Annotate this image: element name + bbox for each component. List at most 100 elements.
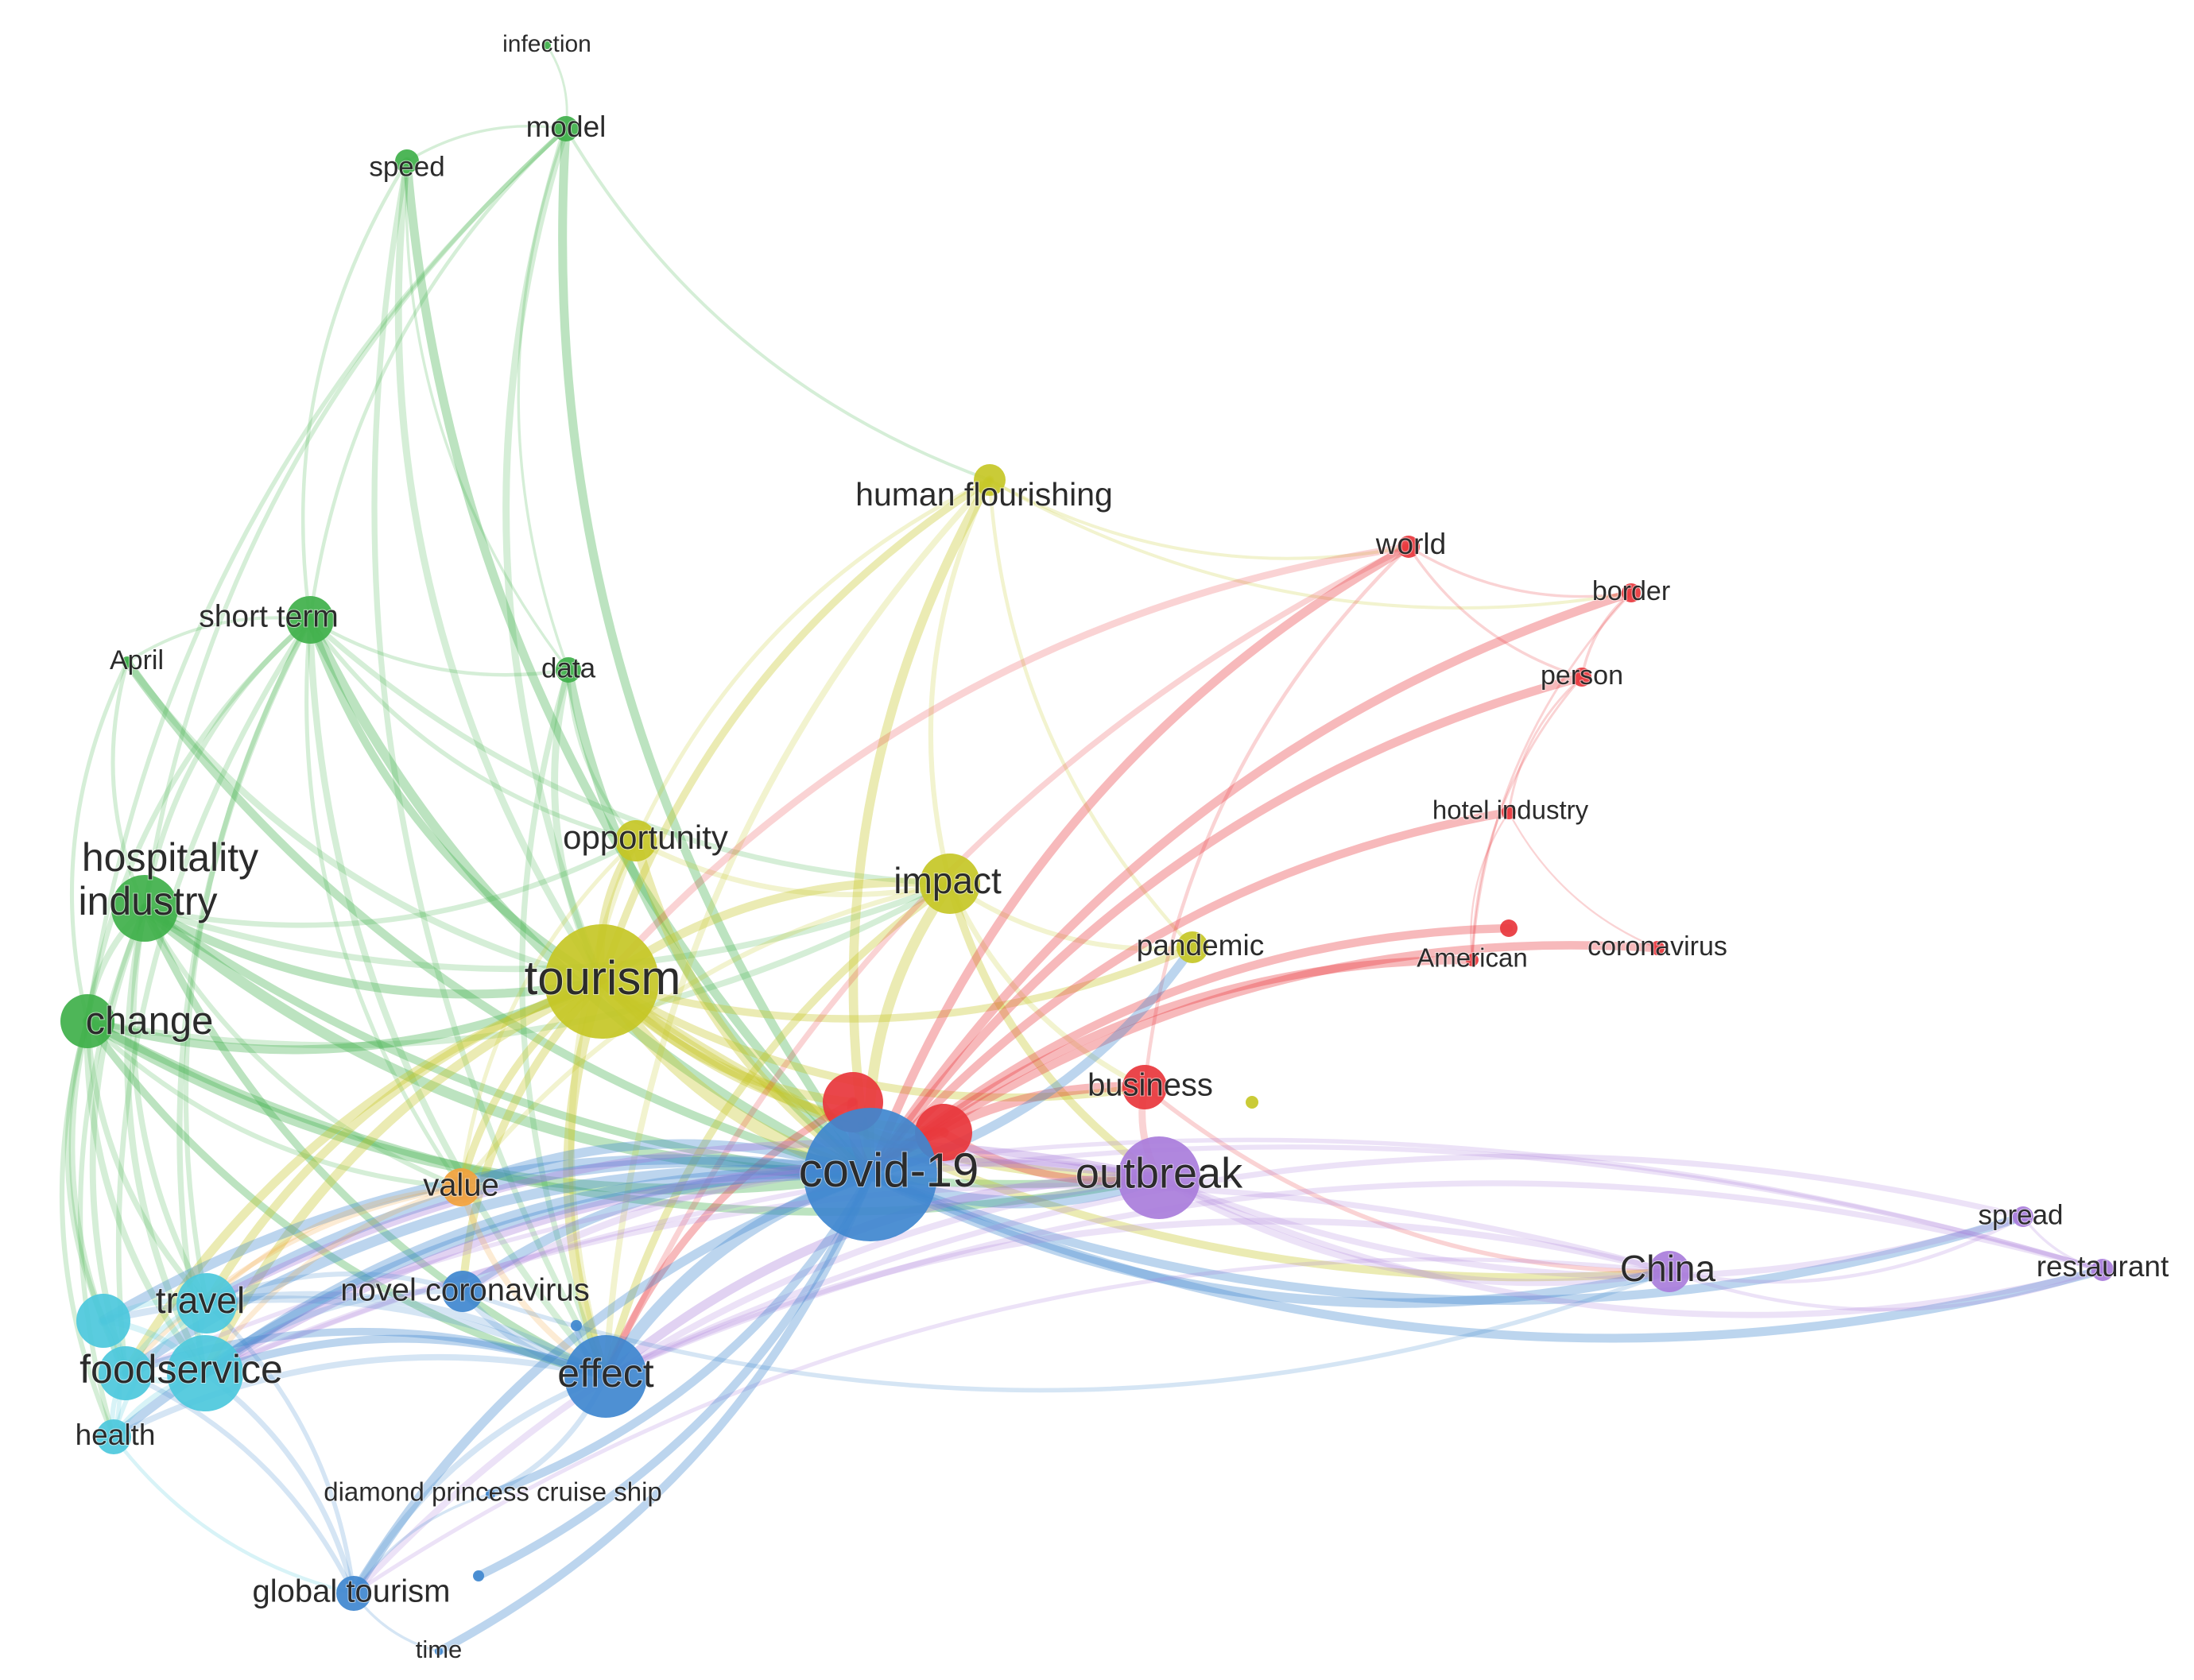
edge-diamond_princess-covid19 <box>486 1170 875 1499</box>
node-effect[interactable] <box>564 1335 647 1418</box>
edge-hotel_industry-coronavirus <box>1507 811 1659 950</box>
label-hospitality-industry-line2: industry <box>78 879 217 923</box>
node-change[interactable] <box>60 994 114 1048</box>
node-global-tourism[interactable] <box>336 1576 371 1611</box>
node-value[interactable] <box>442 1168 480 1206</box>
edge-change-outbreak <box>83 1017 1163 1216</box>
edge-coronavirus-covid19 <box>866 941 1662 1179</box>
edge-covid19-travel <box>201 1156 876 1309</box>
node-diamond-princess[interactable] <box>486 1489 495 1499</box>
node-model[interactable] <box>553 116 579 141</box>
edge-border-covid19 <box>866 588 1636 1179</box>
edge-change-health <box>59 1018 117 1440</box>
node-pandemic[interactable] <box>1176 931 1208 963</box>
label-border: border <box>1592 576 1670 606</box>
label-health: health <box>76 1419 156 1451</box>
edge-opportunity-effect <box>568 837 640 1380</box>
label-china: China <box>1620 1248 1716 1289</box>
edge-blue_dot1-covid19 <box>474 1170 875 1581</box>
edge-border-american <box>1471 591 1633 962</box>
edge-short_term-food_service <box>115 617 313 1376</box>
edge-model-speed <box>405 124 568 163</box>
node-border[interactable] <box>1622 583 1641 602</box>
node-outbreak[interactable] <box>1118 1136 1200 1219</box>
node-impact[interactable] <box>920 854 980 914</box>
edge-restaurant-food_service <box>123 1137 2105 1376</box>
node-yellow-small[interactable] <box>1246 1096 1258 1109</box>
node-health[interactable] <box>96 1419 131 1454</box>
node-infection[interactable] <box>543 41 551 49</box>
edge-model-data <box>517 127 570 672</box>
edge-short_term-hospitality_industry <box>141 617 313 912</box>
node-covid19[interactable] <box>804 1108 937 1241</box>
edge-short_term-effect <box>306 616 610 1380</box>
label-covid19: covid-19 <box>799 1144 979 1197</box>
edge-opportunity-impact <box>633 838 953 897</box>
edge-change-value <box>84 1018 464 1190</box>
node-red-dot[interactable] <box>1500 919 1518 937</box>
node-cyan-left[interactable] <box>76 1294 130 1348</box>
edge-human_flourishing-world <box>988 478 1410 560</box>
edge-effect-cyan_left <box>99 1295 610 1380</box>
edge-effect-health <box>110 1353 609 1440</box>
node-tourism[interactable] <box>545 924 659 1039</box>
edge-april-tourism <box>123 658 606 985</box>
node-opportunity[interactable] <box>615 820 657 861</box>
edge-tourism-travel <box>202 977 607 1308</box>
node-human-flourishing[interactable] <box>974 464 1006 496</box>
edge-human_flourishing-border <box>988 478 1633 610</box>
node-april[interactable] <box>122 656 133 668</box>
edge-person-covid19 <box>866 672 1587 1179</box>
edge-restaurant-effect <box>603 1180 2106 1380</box>
node-world[interactable] <box>1397 536 1420 558</box>
label-restaurant: restaurant <box>2037 1250 2169 1283</box>
node-restaurant[interactable] <box>2091 1259 2114 1281</box>
node-travel[interactable] <box>176 1273 237 1334</box>
edge-hospitality_industry-covid19 <box>139 903 876 1180</box>
edge-data-effect <box>519 667 609 1380</box>
node-spread[interactable] <box>2013 1206 2033 1227</box>
node-business[interactable] <box>1122 1065 1167 1109</box>
node-food-service[interactable] <box>99 1346 153 1400</box>
label-diamond-princess: diamond princess cruise ship <box>324 1477 662 1507</box>
edge-impact-value <box>458 881 953 1190</box>
edge-world-person <box>1407 545 1583 679</box>
edge-human_flourishing-opportunity <box>634 478 992 843</box>
label-hotel-industry: hotel industry <box>1432 795 1589 825</box>
node-coronavirus[interactable] <box>1650 941 1665 955</box>
node-time[interactable] <box>435 1647 443 1655</box>
edge-covid19-experience <box>200 1167 876 1379</box>
edge-hospitality_industry-health <box>77 905 148 1440</box>
edge-human_flourishing-effect <box>603 477 993 1380</box>
edge-world-border <box>1407 545 1633 598</box>
node-person[interactable] <box>1572 668 1591 687</box>
node-speed[interactable] <box>395 149 419 173</box>
label-data: data <box>541 652 596 683</box>
node-experience[interactable] <box>167 1335 243 1411</box>
edge-opportunity-value <box>459 838 638 1190</box>
node-data[interactable] <box>556 657 581 683</box>
label-spread: spread <box>1978 1199 2063 1230</box>
edge-spread-restaurant <box>2022 1215 2104 1272</box>
edge-tourism-food_service <box>121 977 607 1378</box>
node-american[interactable] <box>1466 954 1479 966</box>
edge-april-change <box>69 660 130 1024</box>
node-blue-dot2[interactable] <box>571 1320 582 1331</box>
node-china[interactable] <box>1649 1251 1690 1292</box>
edge-china-spread <box>1667 1214 2025 1284</box>
node-blue-dot1[interactable] <box>473 1570 484 1581</box>
node-short-term[interactable] <box>286 596 334 644</box>
label-value: value <box>423 1168 499 1203</box>
label-human-flourishing: human flourishing <box>855 476 1113 513</box>
edge-data-opportunity <box>566 668 638 843</box>
node-hospitality-industry[interactable] <box>111 875 178 942</box>
edge-tourism-china <box>598 977 1673 1282</box>
edge-speed-effect <box>371 158 609 1380</box>
node-novel-coronavirus[interactable] <box>442 1271 483 1312</box>
edge-person-american <box>1471 675 1583 962</box>
edge-impact-business <box>947 881 1148 1090</box>
node-hotel-industry[interactable] <box>1502 805 1516 819</box>
edge-change-tourism <box>83 977 607 1055</box>
